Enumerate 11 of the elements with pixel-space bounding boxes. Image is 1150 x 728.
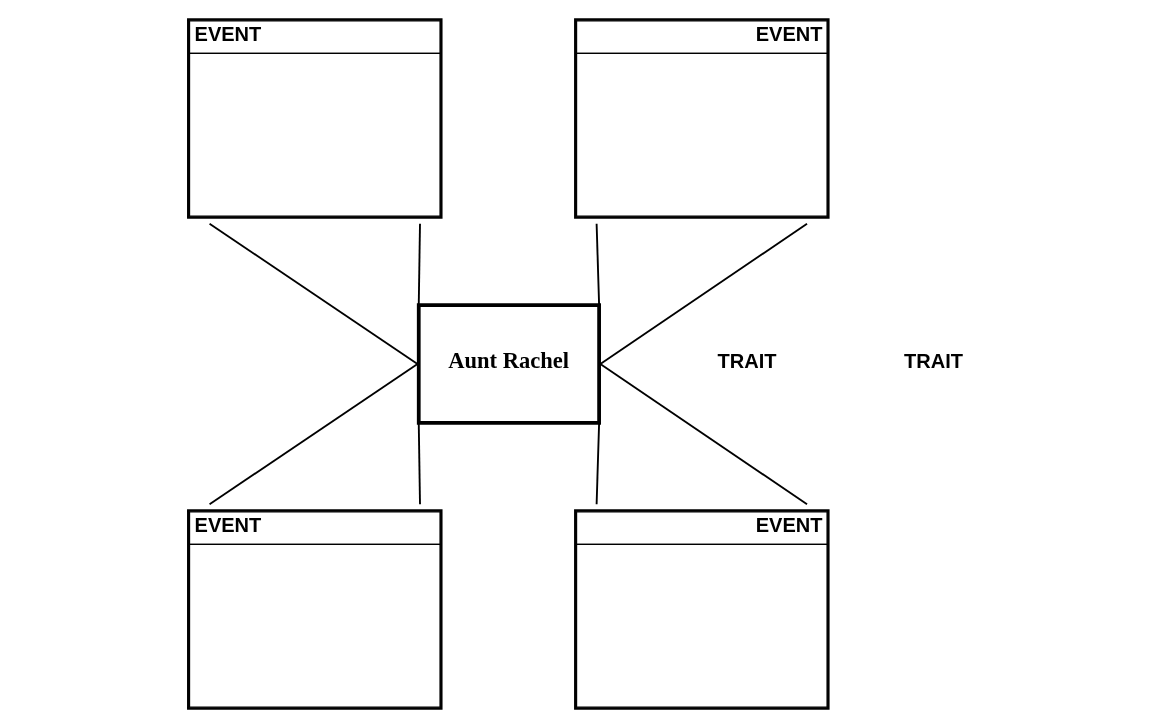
connector [595,222,601,307]
label: TRAIT [904,349,964,372]
connector [595,421,601,506]
node-box: Aunt Rachel [416,303,601,425]
connector [599,222,808,365]
connector [208,222,419,365]
connector [599,363,808,506]
connector [417,421,421,506]
label: TRAIT [717,349,777,372]
connector [417,222,421,307]
connector [208,363,419,506]
